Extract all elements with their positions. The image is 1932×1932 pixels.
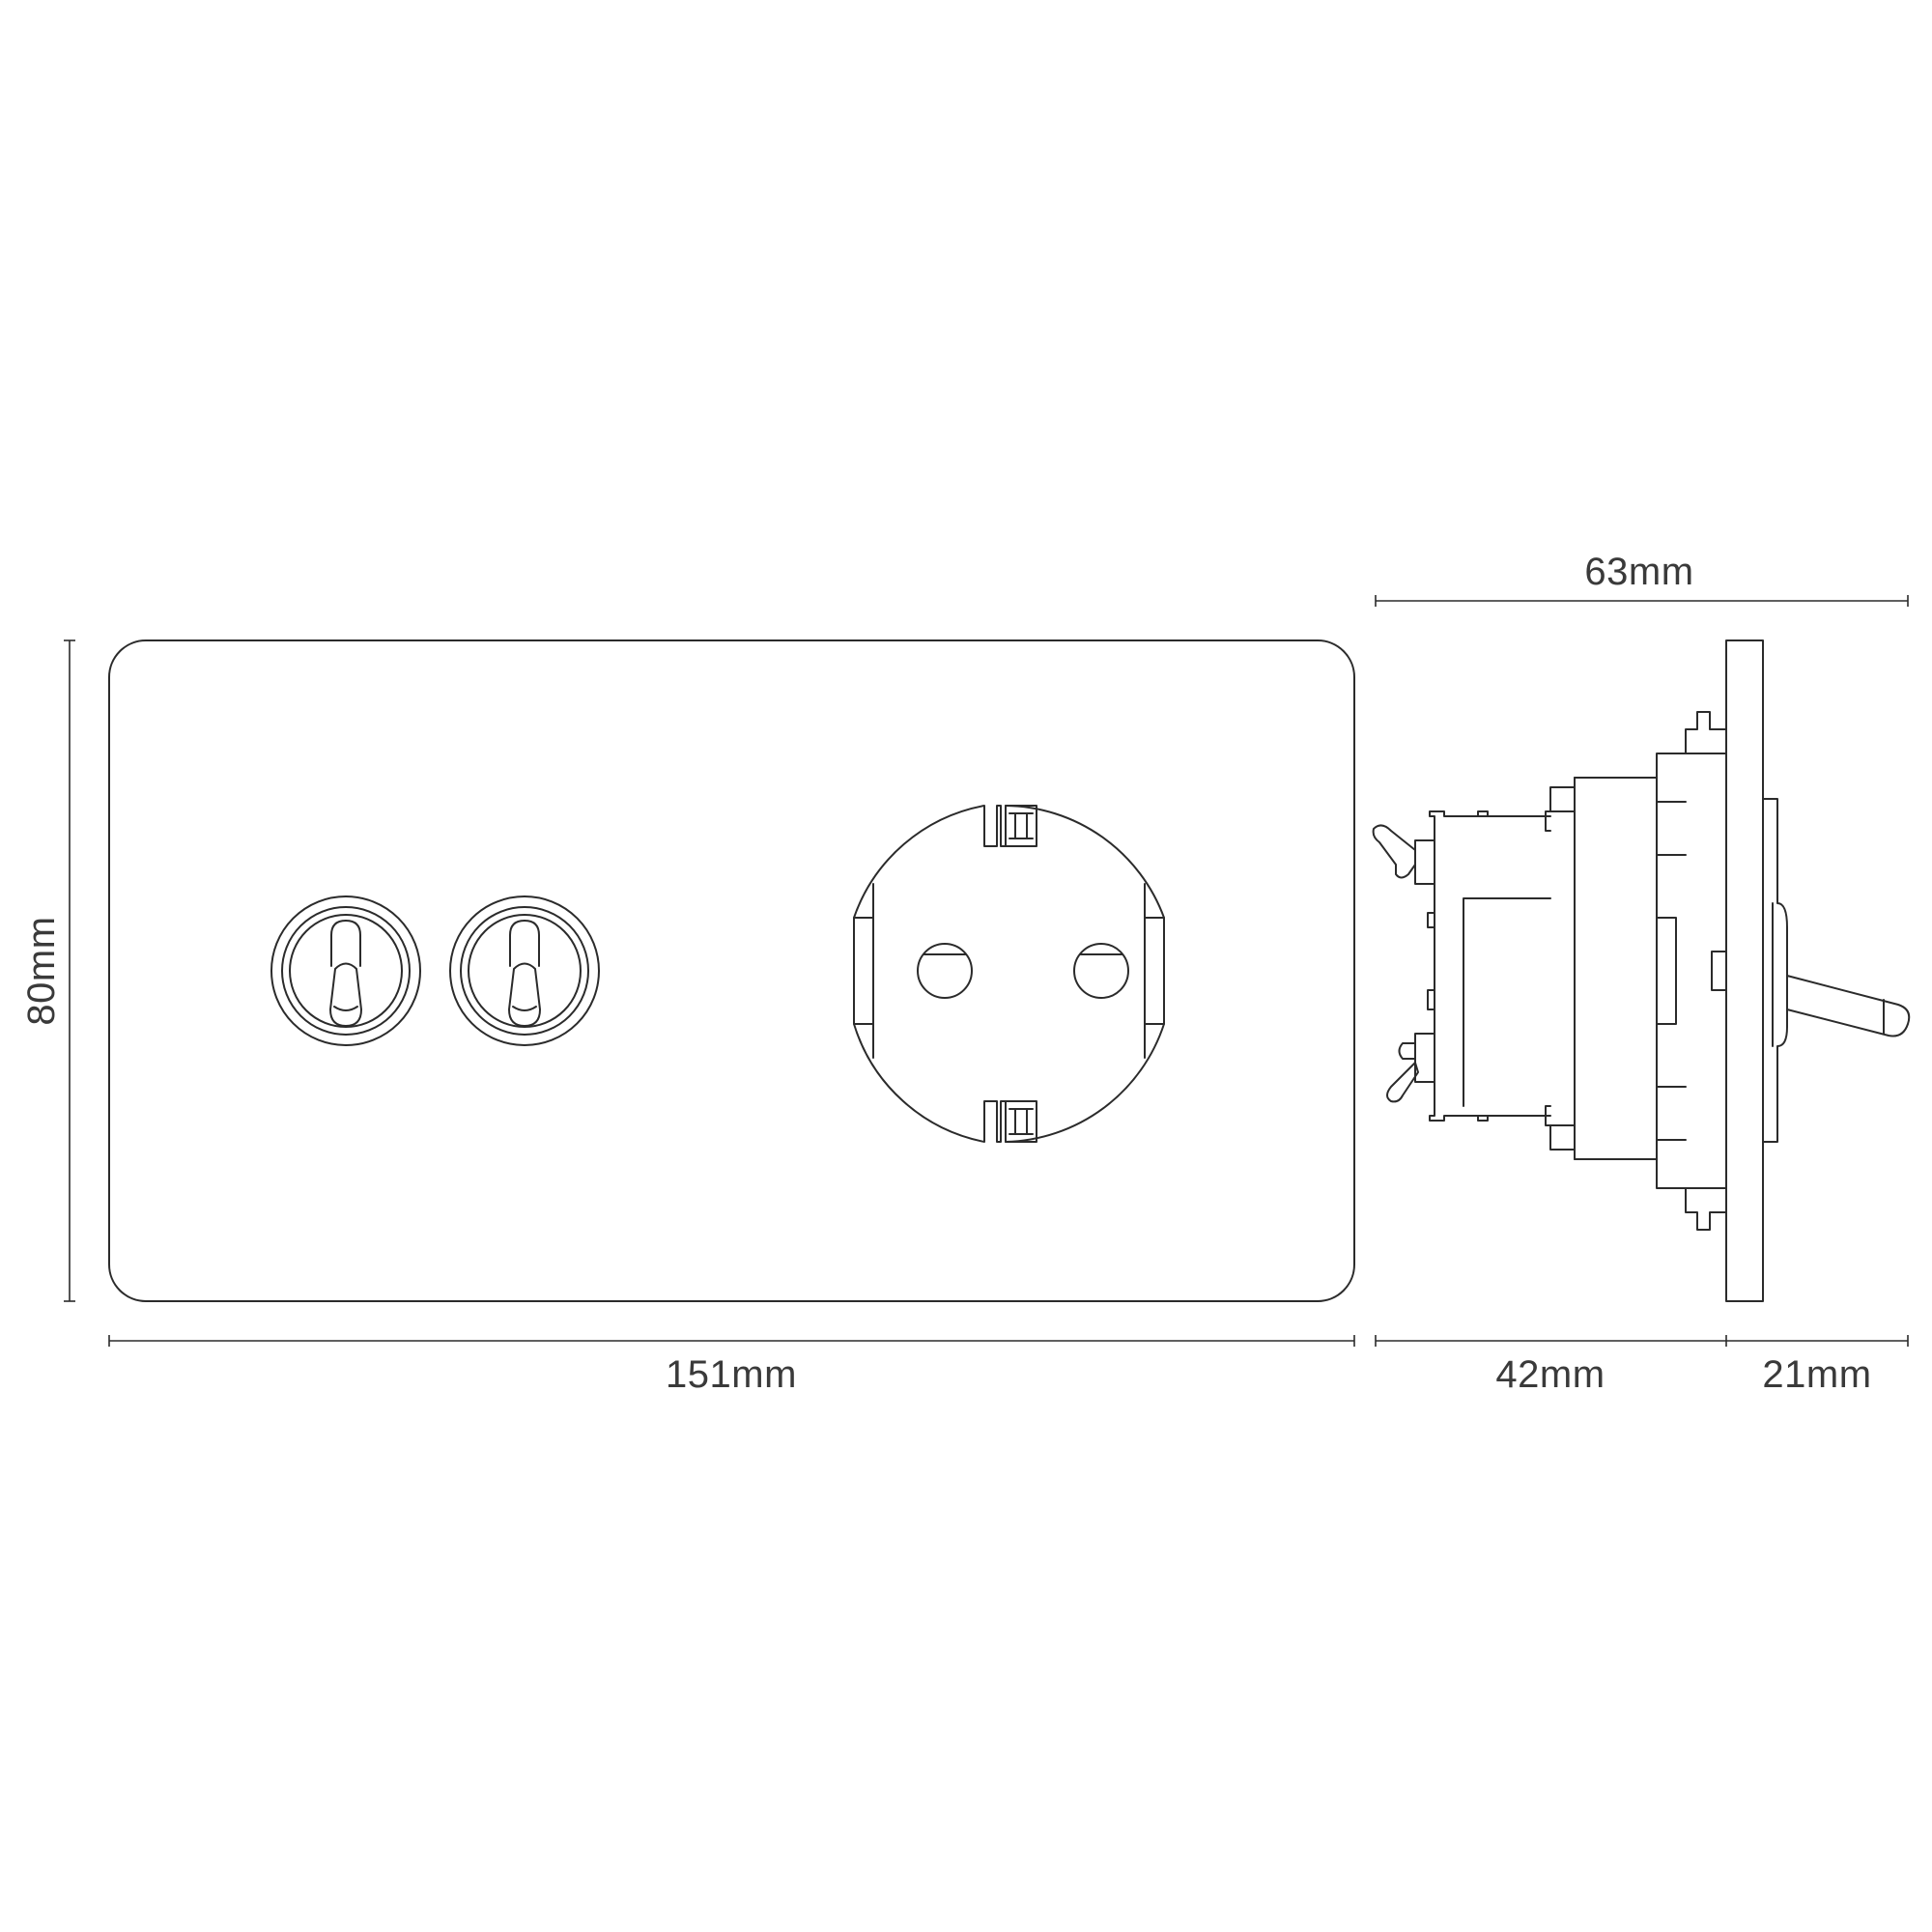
- side-frame-clip: [1711, 951, 1727, 991]
- switch-1-lever: [329, 962, 362, 1027]
- side-lower-clamp-screw: [1398, 1042, 1416, 1060]
- socket-right-pin-hole: [1073, 943, 1129, 999]
- switch-2-lever-tip: [512, 1006, 537, 1011]
- switch-1-inner-ring: [281, 906, 411, 1036]
- side-main-body: [1549, 777, 1658, 1160]
- side-rear-module-step: [1463, 897, 1551, 1107]
- left-pin-hole-circle: [917, 943, 973, 999]
- side-rear-module-pins: [1477, 810, 1489, 1122]
- switch-1-lever-base: [330, 920, 361, 967]
- socket-top-earth-clip: [1005, 805, 1037, 847]
- height-dimension: 80mm: [20, 639, 75, 1302]
- front-plate: [108, 639, 1355, 1302]
- plate-outline: [108, 639, 1355, 1302]
- toggle-switch-1: [270, 895, 421, 1046]
- schuko-socket: [853, 805, 1165, 1143]
- height-dimension-label: 80mm: [20, 916, 63, 1025]
- switch-2-lever: [508, 962, 541, 1027]
- side-profile: [1372, 639, 1911, 1302]
- top-clip-frame: [1005, 805, 1037, 847]
- side-lower-wing-clamp: [1386, 1062, 1419, 1103]
- side-front-bushing: [1762, 798, 1788, 1143]
- switch-2-outer-ring: [449, 895, 600, 1046]
- depth-front-dimension: 21mm: [1726, 1335, 1909, 1396]
- side-upper-lug: [1545, 810, 1551, 832]
- depth-back-dimension: 42mm: [1375, 1335, 1727, 1396]
- side-rear-nub-2: [1427, 989, 1435, 1010]
- socket-outline: [853, 805, 1165, 1143]
- switch-2-inner-ring: [460, 906, 589, 1036]
- side-rear-terminal-1: [1414, 839, 1435, 885]
- side-upper-wing-clamp: [1372, 824, 1416, 879]
- width-dimension-label: 151mm: [666, 1353, 797, 1396]
- width-dimension: 151mm: [108, 1335, 1355, 1396]
- switch-1-outer-ring: [270, 895, 421, 1046]
- toggle-switch-2: [449, 895, 600, 1046]
- socket-left-recess: [853, 883, 874, 1059]
- side-rear-module: [1429, 810, 1551, 1122]
- switch-2-lever-base: [509, 920, 540, 967]
- depth-back-dimension-label: 42mm: [1495, 1353, 1605, 1396]
- side-mounting-frame: [1656, 711, 1727, 1231]
- right-pin-hole-circle: [1073, 943, 1129, 999]
- depth-total-dimension-label: 63mm: [1584, 551, 1693, 593]
- socket-left-pin-hole: [917, 943, 973, 999]
- switch-1-lever-tip: [333, 1006, 358, 1011]
- bottom-clip-frame: [1005, 1100, 1037, 1143]
- side-frame-ribs: [1656, 801, 1687, 1141]
- socket-bottom-earth-clip: [1005, 1100, 1037, 1143]
- side-toggle-lever: [1786, 975, 1911, 1037]
- side-frame-center-rib: [1656, 917, 1677, 1025]
- socket-right-recess: [1144, 883, 1165, 1059]
- side-plate: [1725, 639, 1764, 1302]
- depth-front-dimension-label: 21mm: [1762, 1353, 1871, 1396]
- depth-total-dimension: 63mm: [1375, 551, 1909, 607]
- side-rear-terminal-2: [1414, 1033, 1435, 1083]
- side-rear-nub-1: [1427, 912, 1435, 928]
